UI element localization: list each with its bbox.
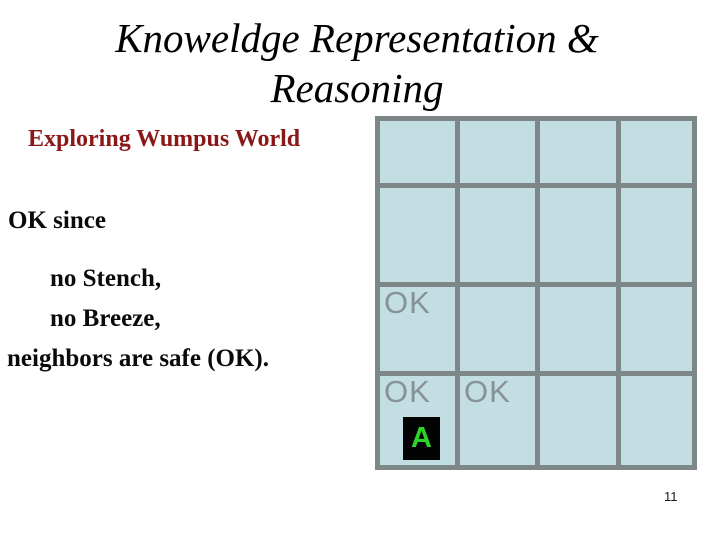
agent-marker: A [403,417,440,460]
body-line-neighbors: neighbors are safe (OK). [7,345,270,372]
grid-cell-r3c2 [460,287,535,371]
slide-title-line1: Knoweldge Representation & [115,15,599,61]
ok-label: OK [464,374,511,409]
page-number: 11 [664,489,678,504]
grid-cell-r2c3 [540,188,616,282]
grid-cell-r3c4 [621,287,692,371]
grid-cell-r3c3 [540,287,616,371]
body-line-no-breeze: no Breeze, [50,305,161,332]
section-heading: Exploring Wumpus World [28,126,301,152]
ok-label: OK [384,285,431,320]
body-line-ok-since: OK since [8,207,106,234]
grid-cell-r4c3 [540,376,616,465]
grid-cell-r2c1 [380,188,455,282]
wumpus-grid: OK OK A OK [375,116,697,470]
grid-cell-r1c3 [540,121,616,183]
grid-cell-r1c2 [460,121,535,183]
grid-cell-r4c2: OK [460,374,535,465]
grid-cell-r2c2 [460,188,535,282]
grid-cell-r1c1 [380,121,455,183]
grid-cell-r3c1: OK [380,285,455,371]
grid-cell-r2c4 [621,188,692,282]
grid-cell-r4c4 [621,376,692,465]
slide-title-line2: Reasoning [270,65,444,111]
body-line-no-stench: no Stench, [50,265,162,292]
ok-label: OK [384,374,431,409]
agent-label: A [411,422,432,454]
slide-title: Knoweldge Representation & Reasoning [0,13,714,113]
grid-cell-r4c1: OK A [380,374,455,465]
grid-cell-r1c4 [621,121,692,183]
